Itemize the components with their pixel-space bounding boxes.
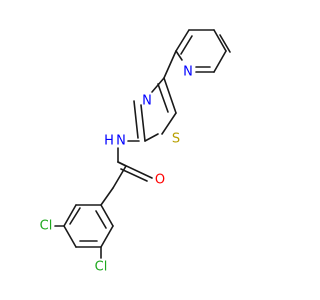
molecule-structure: N N S N H O Cl Cl (40, 29, 231, 275)
bond (219, 34, 231, 53)
bond (157, 83, 169, 113)
bond (100, 204, 114, 227)
thiazole-nitrogen-label: N (142, 94, 152, 109)
bond (133, 100, 139, 139)
pyridine-nitrogen-label: N (183, 65, 193, 80)
chlorine-para-label: Cl (95, 260, 108, 275)
bond (69, 207, 81, 225)
bond (163, 77, 177, 114)
bond (180, 35, 193, 55)
bond (175, 29, 190, 52)
pyridine-ring (175, 29, 231, 73)
carbonyl-oxygen-label: O (155, 173, 165, 188)
amide-hydrogen-label: H (104, 134, 114, 149)
bond (100, 225, 114, 248)
bond (95, 210, 107, 229)
dichlorophenyl-ring (54, 204, 114, 259)
chlorine-meta-label: Cl (40, 219, 53, 234)
bond (175, 50, 183, 61)
bond (112, 165, 127, 189)
bond (63, 225, 77, 248)
thiazole-ring (133, 77, 177, 142)
thiazole-sulfur-label: S (172, 132, 180, 147)
structure-canvas: N N S N H O Cl Cl (39, 29, 231, 275)
bond (140, 104, 146, 142)
bond (117, 161, 153, 179)
amide-nitrogen-label: N (116, 134, 126, 149)
bond (213, 50, 227, 73)
bond (163, 50, 177, 79)
amide-linker (100, 140, 153, 206)
bond (100, 187, 114, 206)
bond (161, 112, 177, 135)
bond (120, 168, 148, 182)
bond (63, 204, 77, 227)
bond (213, 29, 227, 52)
bond (144, 133, 159, 142)
